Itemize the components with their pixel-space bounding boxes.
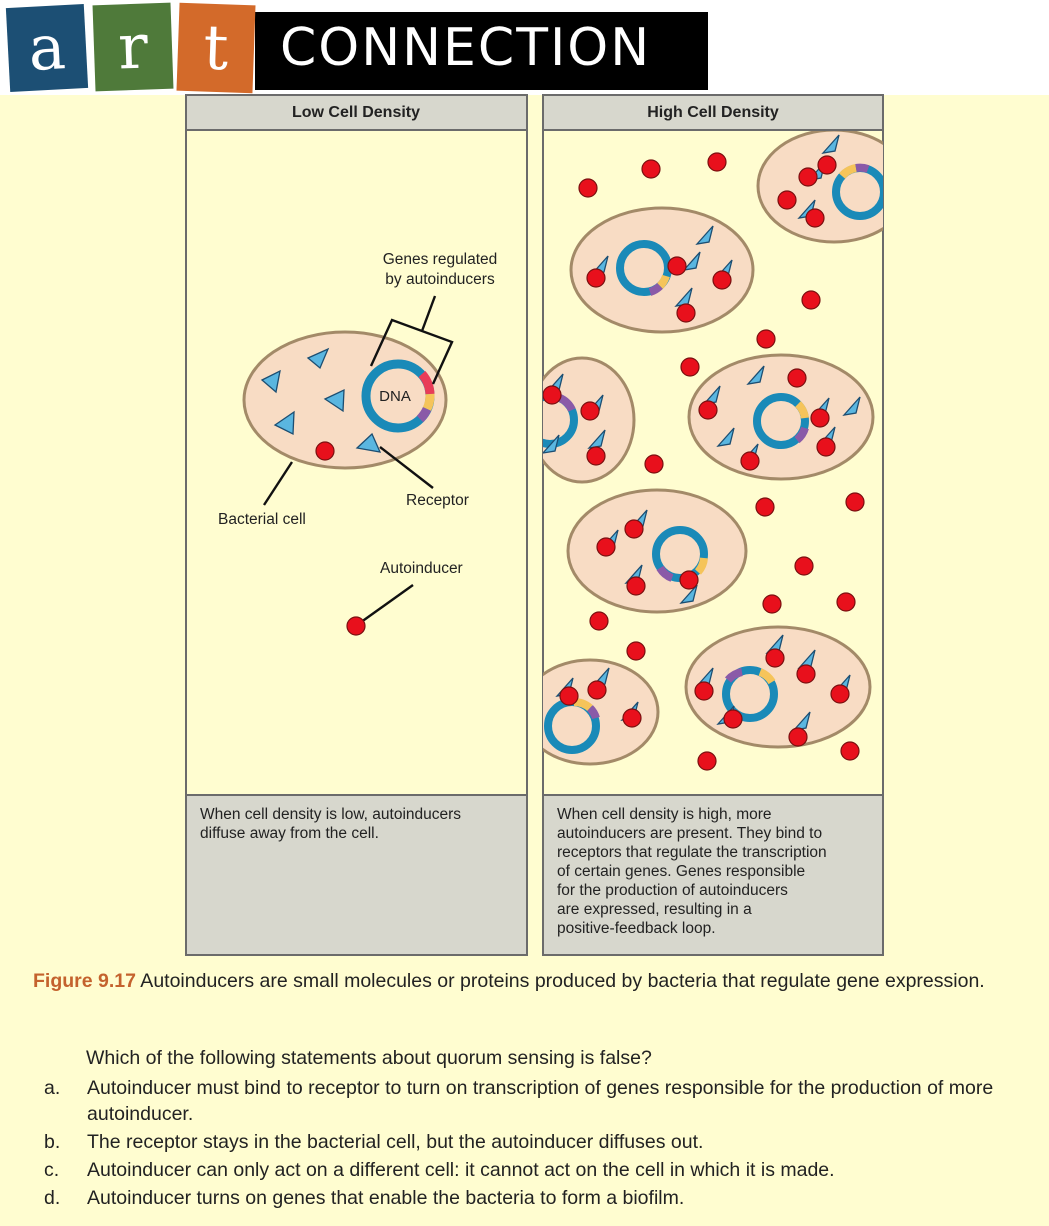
right-description-line3: receptors that regulate the transcriptio…	[557, 844, 827, 861]
right-description-line6: are expressed, resulting in a	[557, 901, 752, 918]
cell-4	[687, 353, 875, 481]
bacterial-cell-label: Bacterial cell	[218, 511, 306, 528]
option-b: b. The receptor stays in the bacterial ce…	[44, 1129, 1044, 1155]
right-panel: High Cell Density When cell density is h…	[542, 94, 884, 956]
autoinducer-label: Autoinducer	[380, 560, 463, 577]
banner-black-bar	[255, 12, 708, 90]
figure-caption-text: Autoinducers are small molecules or prot…	[135, 970, 985, 992]
question-prompt: Which of the following statements about …	[86, 1047, 652, 1069]
figure-caption: Figure 9.17 Autoinducers are small molec…	[33, 967, 1035, 995]
left-receptors	[260, 347, 382, 453]
left-cell-autoinducer	[315, 441, 335, 461]
option-c: c. Autoinducer can only act on a differen…	[44, 1157, 1044, 1183]
high-density-scene	[543, 130, 883, 771]
dna-label: DNA	[379, 388, 411, 405]
cell-1	[756, 130, 883, 244]
option-c-text: Autoinducer can only act on a different …	[87, 1159, 835, 1181]
left-bacterial-cell	[242, 330, 448, 470]
option-a-letter: a.	[44, 1077, 61, 1099]
option-a: a. Autoinducer must bind to receptor to t…	[44, 1075, 1044, 1127]
left-panel: Low Cell Density DNA Genes regulated by …	[185, 94, 528, 956]
right-panel-header: High Cell Density	[647, 104, 779, 121]
genes-label-line1: Genes regulated	[383, 251, 498, 268]
left-panel-header: Low Cell Density	[292, 104, 420, 121]
option-a-text: Autoinducer must bind to receptor to tur…	[87, 1077, 994, 1125]
right-description-line4: of certain genes. Genes responsible	[557, 863, 805, 880]
option-d: d. Autoinducer turns on genes that enable…	[44, 1185, 1044, 1211]
cell-5	[566, 488, 748, 614]
right-description-line5: for the production of autoinducers	[557, 882, 788, 899]
option-d-text: Autoinducer turns on genes that enable t…	[87, 1187, 685, 1209]
figure-number: Figure 9.17	[33, 970, 136, 992]
right-description-line2: autoinducers are present. They bind to	[557, 825, 822, 842]
art-connection-banner: a r t CONNECTION	[0, 0, 1049, 95]
option-b-text: The receptor stays in the bacterial cell…	[87, 1131, 704, 1153]
genes-label-line2: by autoinducers	[385, 271, 495, 288]
banner-title: CONNECTION	[280, 18, 652, 78]
receptor-label: Receptor	[406, 492, 469, 509]
option-b-letter: b.	[44, 1131, 61, 1153]
right-description-line7: positive-feedback loop.	[557, 920, 716, 937]
right-description-line1: When cell density is high, more	[557, 806, 772, 823]
option-c-letter: c.	[44, 1159, 60, 1181]
free-autoinducer	[346, 616, 366, 636]
left-description-line1: When cell density is low, autoinducers	[200, 806, 461, 823]
quorum-sensing-figure: Low Cell Density DNA Genes regulated by …	[185, 94, 884, 956]
option-d-letter: d.	[44, 1187, 61, 1209]
answer-options: a. Autoinducer must bind to receptor to t…	[44, 1075, 1044, 1213]
left-description-line2: diffuse away from the cell.	[200, 825, 379, 842]
